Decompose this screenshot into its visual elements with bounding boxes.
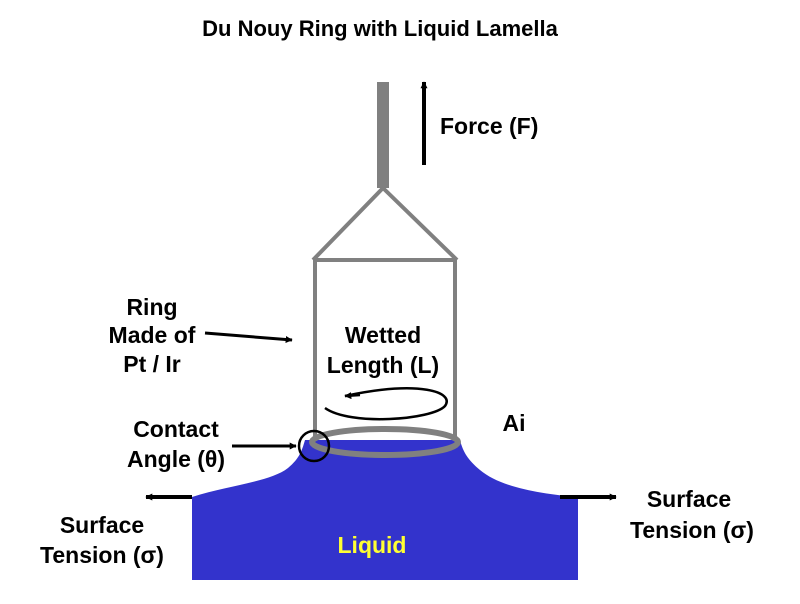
ai-label: Ai — [503, 410, 526, 436]
diagram-title: Du Nouy Ring with Liquid Lamella — [202, 16, 558, 41]
ring-label-line2: Made of — [109, 322, 196, 348]
wetted-length-curved-arrow — [324, 387, 448, 421]
ring-rod — [377, 82, 389, 188]
ring-hanger — [311, 186, 459, 440]
surface-tension-right-line1: Surface — [647, 486, 731, 512]
wetted-arrowhead — [344, 392, 361, 400]
contact-label-line2: Angle (θ) — [127, 446, 225, 472]
contact-label-line1: Contact — [133, 416, 219, 442]
liquid-body — [192, 440, 578, 580]
ring-pointer-arrow — [204, 331, 293, 343]
contact-angle-circle — [297, 429, 331, 463]
wetted-label-line1: Wetted — [345, 322, 421, 348]
ring-label-line3: Pt / Ir — [123, 351, 181, 377]
surface-tension-right-line2: Tension (σ) — [630, 517, 754, 543]
pt-ir-ring — [309, 426, 461, 458]
liquid-label: Liquid — [338, 532, 407, 558]
ring-label-line1: Ring — [126, 294, 177, 320]
force-label: Force (F) — [440, 113, 538, 139]
wetted-label-line2: Length (L) — [327, 352, 439, 378]
surface-tension-left-line1: Surface — [60, 512, 144, 538]
surface-tension-left-line2: Tension (σ) — [40, 542, 164, 568]
